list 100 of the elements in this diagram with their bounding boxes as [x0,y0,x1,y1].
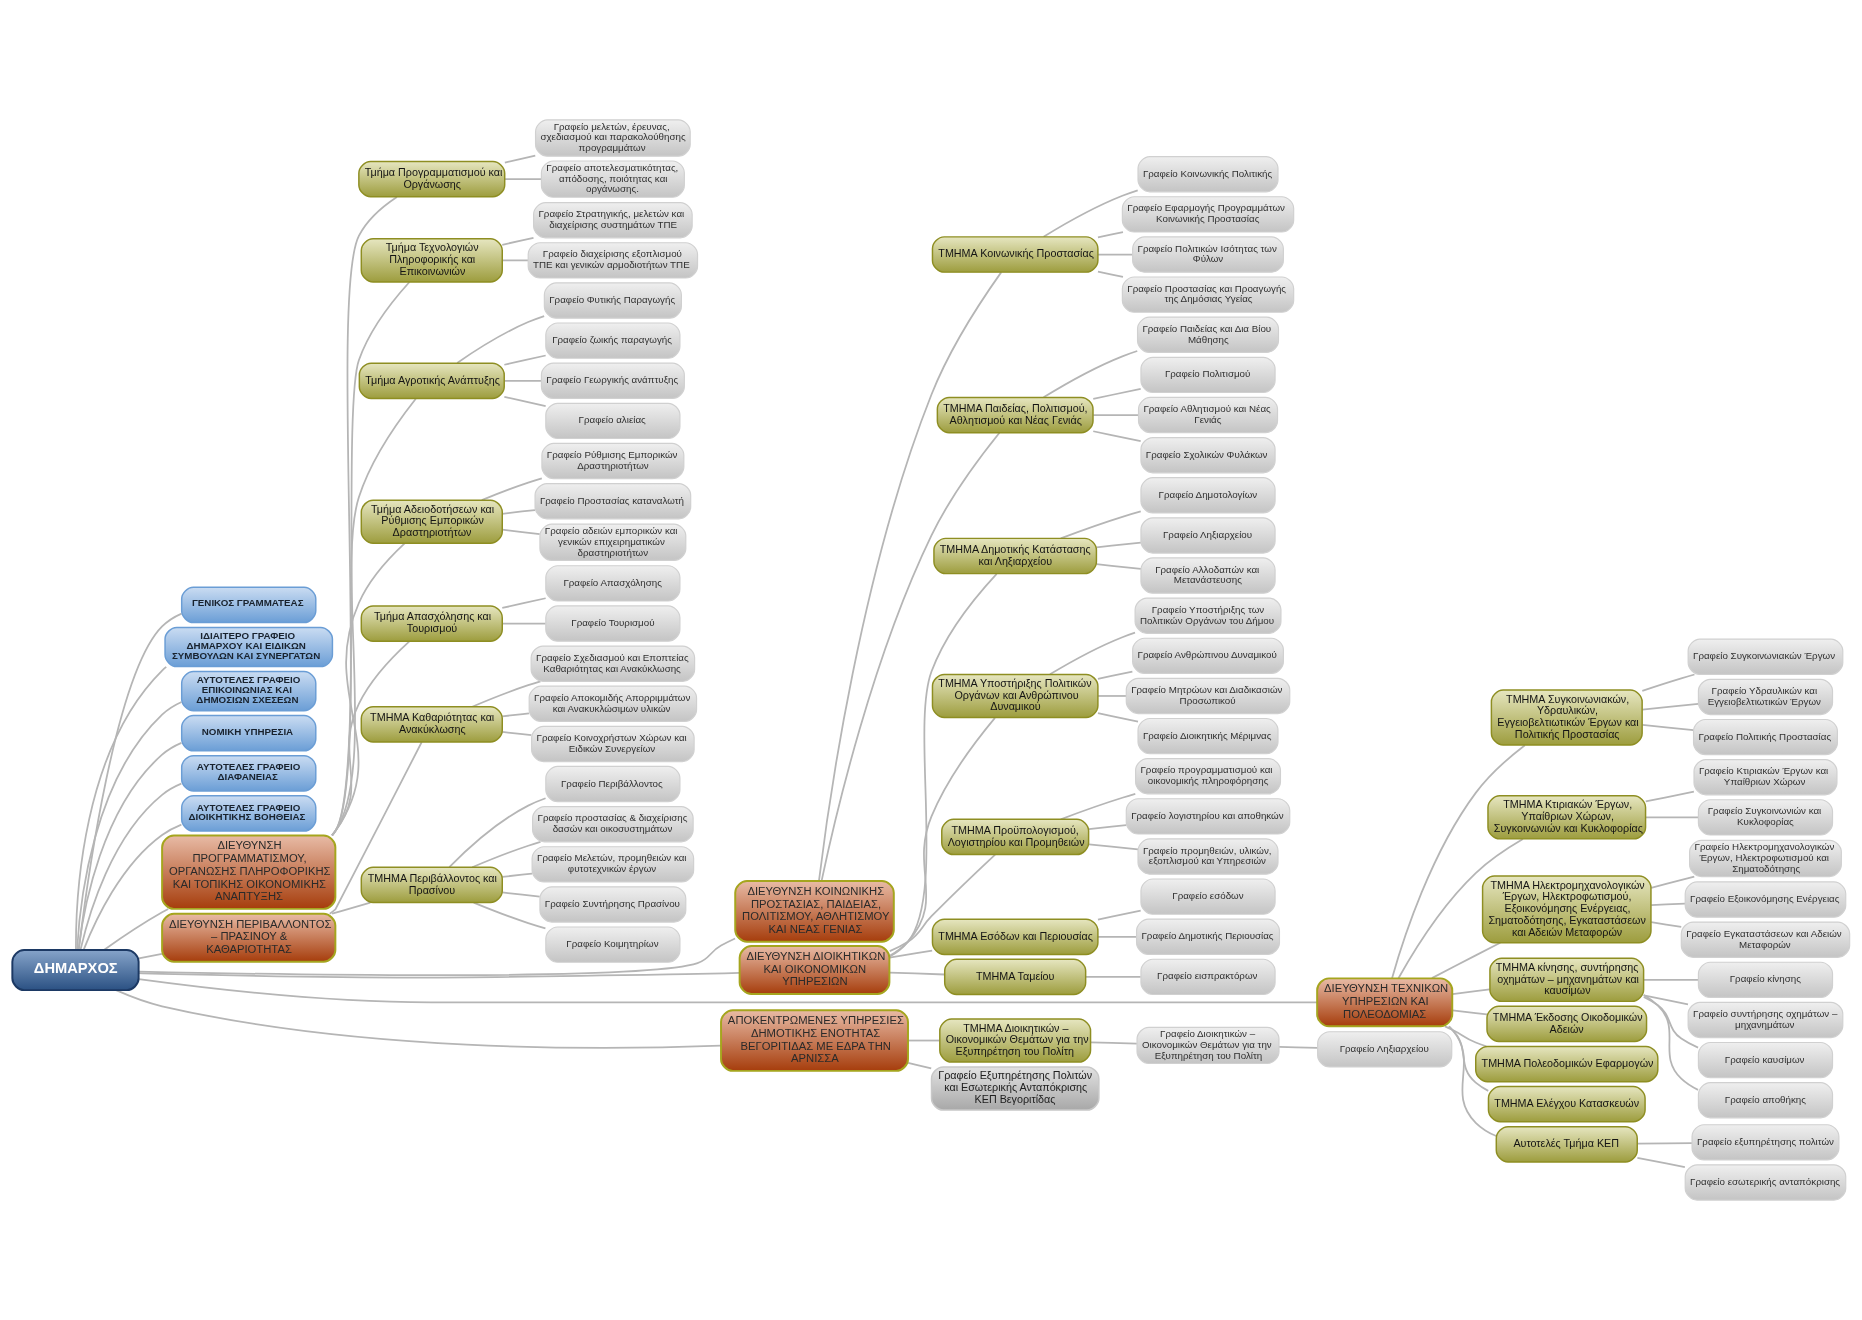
node-box: ΤΜΗΜΑ Ταμείου [943,958,1087,996]
node-box: Γραφείο λογιστηρίου και αποθηκών [1125,798,1291,835]
node-box: Γραφείο προγραμματισμού και οικονομικής πληροφόρησης [1135,758,1282,795]
node-box: Γραφείο διαχείρισης εξοπλισμού ΤΠΕ και γενικών αρμοδιοτήτων ΤΠΕ [527,242,699,279]
connector [501,891,541,898]
connector [1092,430,1142,443]
connector [137,978,1318,1004]
node-box: Γραφείο Απασχόλησης [545,565,681,602]
connector [1650,921,1683,928]
node-box: ΑΥΤΟΤΕΛΕΣ ΓΡΑΦΕΙΟ ΕΠΙΚΟΙΝΩΝΙΑΣ ΚΑΙ ΔΗΜΟΣΙΩΝ ΣΧΕΣΕΩΝ [180,670,317,712]
connector [888,971,946,976]
node-box: Γραφείο Διοικητικών – Οικονομικών Θεμάτων για την Εξυπηρέτηση του Πολίτη [1136,1026,1280,1065]
connector [1089,1041,1138,1045]
node-box: Γραφείο Σχεδιασμού και Εποπτείας Καθαριότητας και Ανακύκλωσης [530,645,696,682]
node-box: Τμήμα Αγροτικής Ανάπτυξης [358,362,505,400]
connector [501,509,536,515]
connector [331,281,411,837]
connector [1097,712,1139,723]
connector [503,379,543,382]
node-box: ΤΜΗΜΑ Εσόδων και Περιουσίας [931,918,1099,956]
node-box: ΤΜΗΜΑ Συγκοινωνιακών, Υδραυλικών, Εγγειοβελτιωτικών Έργων και Πολιτικής Προστασίας [1490,689,1643,746]
node-box: Γραφείο προστασίας & διαχείρισης δασών και οικοσυστημάτων [532,806,694,843]
connector [1641,724,1695,731]
node-box: Γραφείο Συγκοινωνιών και Κυκλοφορίας [1697,799,1834,836]
node-box: ΙΔΙΑΙΤΕΡΟ ΓΡΑΦΕΙΟ ΔΗΜΑΡΧΟΥ ΚΑΙ ΕΙΔΙΚΩΝ ΣΥΜΒΟΥΛΩΝ ΚΑΙ ΣΥΝΕΡΓΑΤΩΝ [164,626,334,668]
connector [1641,673,1696,692]
connector [503,354,547,366]
connector [1092,388,1142,400]
node-box: Γραφείο Ληξιαρχείου [1317,1031,1453,1068]
connector [1641,703,1700,711]
connector [501,259,529,262]
node-box: ΤΜΗΜΑ Υποστήριξης Πολιτικών Οργάνων και Ανθρώπινου Δυναμικού [931,673,1099,719]
node-box: Γραφείο προμηθειών, υλικών, εξοπλισμού και Υπηρεσιών [1137,838,1279,875]
node-box: ΤΜΗΜΑ Κοινωνικής Προστασίας [931,236,1099,273]
node-box: Γραφείο Συγκοινωνιακών Έργων [1687,638,1844,676]
node-box: Γραφείο αλιείας [545,402,681,440]
node-box: ΔΗΜΑΡΧΟΣ [11,949,140,992]
node-box: Γραφείο Κοιμητηρίων [545,926,681,963]
connector [328,741,423,915]
node-box: Γραφείο Στρατηγικής, μελετών και διαχείρισης συστημάτων ΤΠΕ [533,202,693,239]
connector [503,395,547,407]
connector [1444,1025,1488,1048]
node-box: Γραφείο εισπρακτόρων [1140,958,1276,996]
node-box: Τμήμα Αδειοδοτήσεων και Ρύθμισης Εμπορικών Δραστηριοτήτων [360,499,503,544]
connector [1092,414,1140,416]
connector [907,1039,941,1042]
node-box: Γραφείο Ανθρώπινου Δυναμικού [1132,637,1284,675]
node-box: Γραφείο Σχολικών Φυλάκων [1140,436,1276,474]
node-box: Γραφείο Αθλητισμού και Νέας Γενιάς [1137,396,1279,434]
connector [501,872,533,878]
node-box: Γραφείο Εφαρμογής Προγραμμάτων Κοινωνικής Προστασίας [1121,196,1295,233]
node-box: Γραφείο εξυπηρέτησης πολιτών [1691,1124,1840,1161]
node-box: ΤΜΗΜΑ Παιδείας, Πολιτισμού, Αθλητισμού και Νέας Γενιάς [936,396,1094,434]
connector [503,154,537,164]
node-box: ΑΥΤΟΤΕΛΕΣ ΓΡΑΦΕΙΟ ΔΙΟΙΚΗΤΙΚΗΣ ΒΟΗΘΕΙΑΣ [180,795,317,832]
node-box: Τμήμα Τεχνολογιών Πληροφορικής και Επικοινωνιών [360,238,503,283]
connector [501,622,547,625]
node-box: Γραφείο Εξυπηρέτησης Πολιτών και Εσωτερικής Ανταπόκρισης ΚΕΠ Βεγοριτίδας [930,1066,1100,1111]
node-box: Γραφείο Τουρισμού [545,605,681,642]
node-box: ΤΜΗΜΑ Καθαριότητας και Ανακύκλωσης [360,706,503,743]
node-box: Γραφείο Πολιτικών Ισότητας των Φύλων [1132,236,1284,273]
connector [501,712,530,718]
connector [1642,994,1699,1091]
node-box: ΤΜΗΜΑ Διοικητικών – Οικονομικών Θεμάτων για την Εξυπηρέτηση του Πολίτη [939,1018,1092,1063]
node-box: Γραφείο Προστασίας καταναλωτή [534,482,692,520]
node-box: ΤΜΗΜΑ Ελέγχου Κατασκευών [1487,1085,1646,1123]
node-box: ΔΙΕΥΘΥΝΣΗ ΠΡΟΓΡΑΜΜΑΤΙΣΜΟΥ, ΟΡΓΑΝΩΣΗΣ ΠΛΗΡΟΦΟΡΙΚΗΣ ΚΑΙ ΤΟΠΙΚΗΣ ΟΙΚΟΝΟΜΙΚΗΣ ΑΝΑΠΤΥΞΗΣ [161,834,337,910]
connector [1097,695,1127,697]
node-box: Γραφείο αδειών εμπορικών και γενικών επιχειρηματικών δραστηριοτήτων [539,523,687,561]
node-box: Γραφείο Μητρώων και Διαδικασιών Προσωπικού [1125,677,1291,715]
node-box: ΑΠΟΚΕΝΤΡΩΜΕΝΕΣ ΥΠΗΡΕΣΙΕΣ ΔΗΜΟΤΙΚΗΣ ΕΝΟΤΗΤΑΣ ΒΕΓΟΡΙΤΙΔΑΣ ΜΕ ΕΔΡΑ ΤΗΝ ΑΡΝΙΣΣΑ [720,1009,909,1072]
node-box: Γραφείο Γεωργικής ανάπτυξης [540,362,685,399]
connector [501,731,533,736]
node-box: Γραφείο Υδραυλικών και Εγγειοβελτιωτικών Έργων [1697,678,1834,716]
node-box: ΤΜΗΜΑ κίνησης, συντήρησης οχημάτων – μηχανημάτων και καυσίμων [1489,957,1645,1003]
connector [1650,902,1686,907]
node-box: Γραφείο Πολιτισμού [1140,356,1276,394]
node-box: Γραφείο Αποκομιδής Απορριμμάτων και Ανακυκλώσιμων υλικών [528,685,698,722]
node-box: ΓΕΝΙΚΟΣ ΓΡΑΜΜΑΤΕΑΣ [180,586,317,624]
connector [1095,541,1142,549]
connector [1451,1009,1488,1016]
connector [501,597,547,609]
connector [501,236,535,246]
node-box: ΤΜΗΜΑ Προϋπολογισμού, Λογιστηρίου και Προμηθειών [941,818,1090,856]
node-box: ΤΜΗΜΑ Ηλεκτρομηχανολογικών Έργων, Ηλεκτροφωτισμού, Εξοικονόμησης Ενέργειας, Σηματοδότησης, Εγκαταστάσεων και Αδειών Μεταφορών [1481,875,1652,944]
node-box: ΤΜΗΜΑ Περιβάλλοντος και Πρασίνου [360,866,503,904]
node-box: Γραφείο Διοικητικής Μέριμνας [1137,717,1279,755]
node-box: Γραφείο Εγκαταστάσεων και Αδειών Μεταφορών [1680,921,1851,958]
connector [1644,816,1700,819]
node-box: Τμήμα Προγραμματισμού και Οργάνωσης [358,160,506,198]
node-box: ΔΙΕΥΘΥΝΣΗ ΚΟΙΝΩΝΙΚΗΣ ΠΡΟΣΤΑΣΙΑΣ, ΠΑΙΔΕΙΑΣ, ΠΟΛΙΤΙΣΜΟΥ, ΑΘΛΗΤΙΣΜΟΥ ΚΑΙ ΝΕΑΣ ΓΕΝΙΑΣ [734,880,895,943]
connector [448,797,547,868]
connector [1636,1142,1693,1145]
node-box: Γραφείο Ηλεκτρομηχανολογικών Έργων, Ηλεκτροφωτισμού και Σηματοδότησης [1689,839,1842,878]
connector [1642,978,1700,981]
connector [137,953,163,960]
connector [1644,790,1695,803]
node-box: Γραφείο καυσίμων [1697,1041,1834,1079]
node-box: Γραφείο Περιβάλλοντος [545,765,681,803]
connector [1451,988,1491,995]
